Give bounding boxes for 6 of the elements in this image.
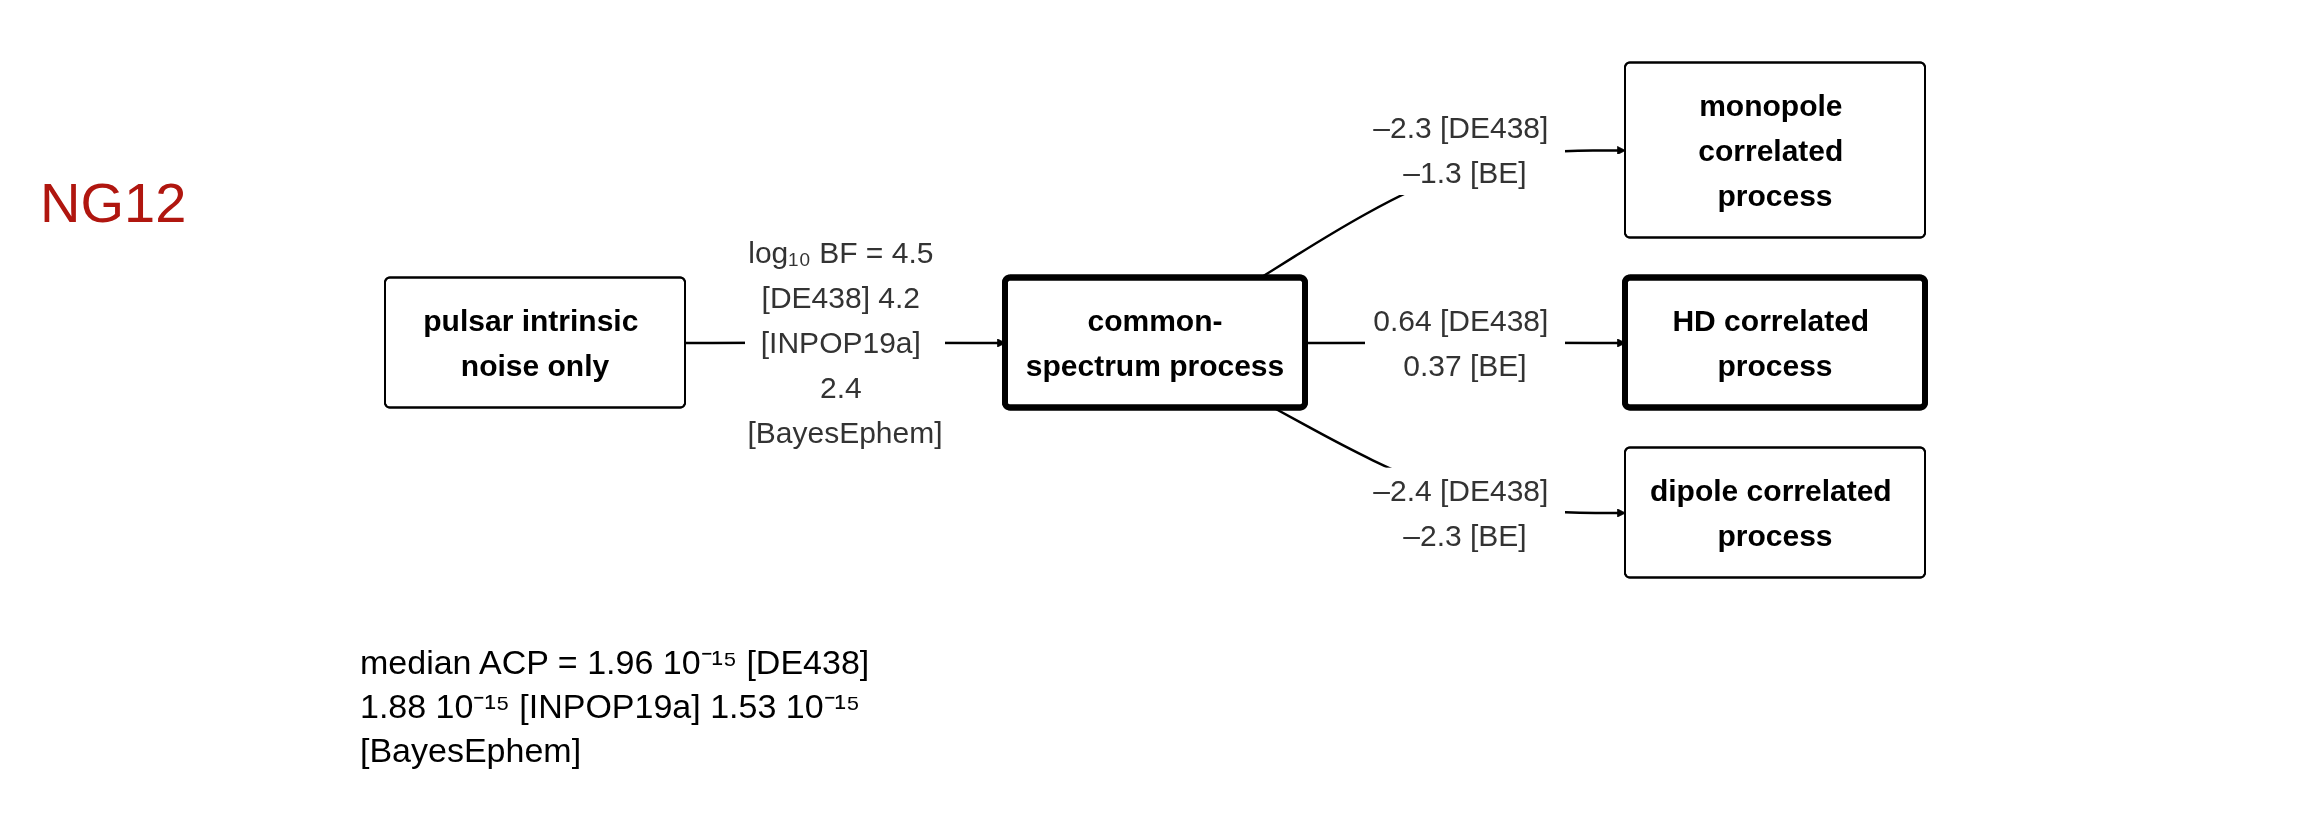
edge-label: –2.4 [DE438] –2.3 [BE] [1373, 473, 1549, 552]
edge-label: log₁₀ BF = 4.5 [DE438] 4.2 [INPOP19a] 2.4 [BayesEphem] [747, 236, 943, 449]
edge-label: –2.3 [DE438] –1.3 [BE] [1373, 111, 1549, 189]
edge-label: 0.64 [DE438] 0.37 [BE] [1373, 303, 1549, 382]
title: NG12 [40, 170, 187, 235]
note-text: median ACP = 1.96 10⁻¹⁵ [DE438] 1.88 10⁻¹⁵ [INPOP19a] 1.53 10⁻¹⁵ [BayesEphem] [360, 642, 871, 772]
